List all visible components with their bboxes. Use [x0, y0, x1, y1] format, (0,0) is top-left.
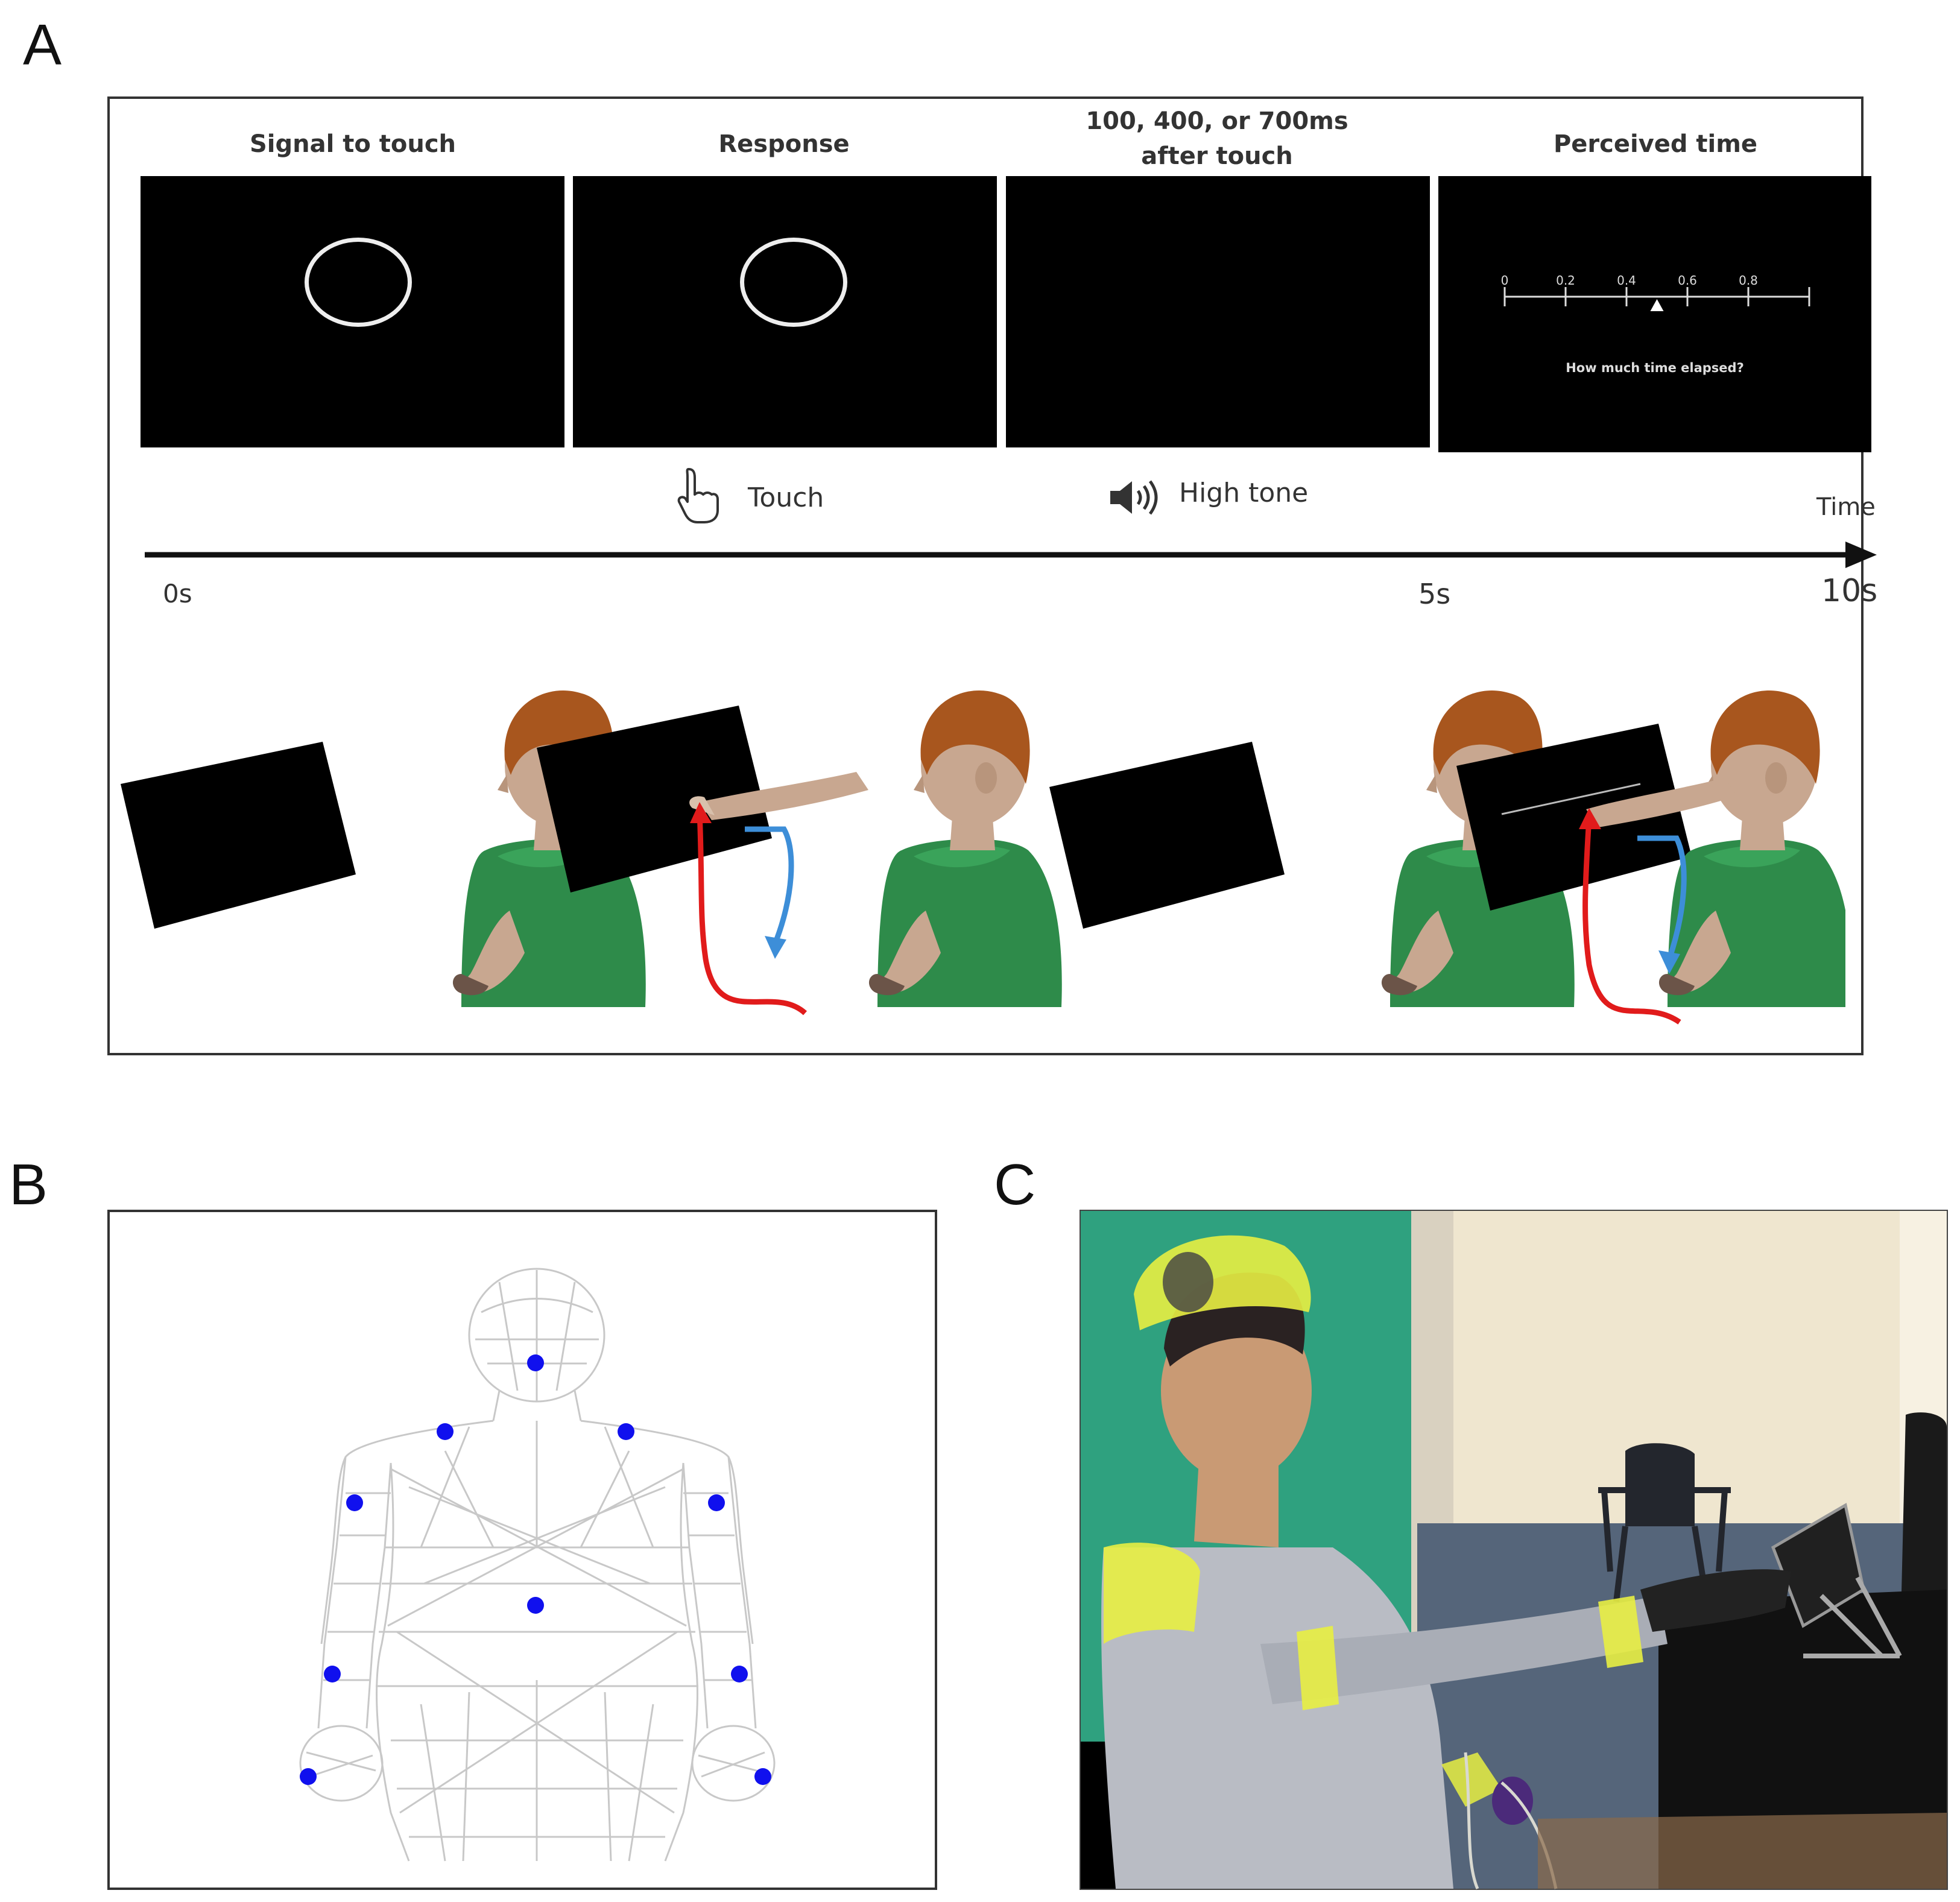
screen-4-label: Perceived time	[1553, 130, 1758, 158]
tone-event-label: High tone	[1179, 478, 1309, 508]
scale-tick-label: 0.4	[1617, 273, 1636, 288]
response-circle	[740, 238, 847, 327]
marker-head	[527, 1354, 544, 1371]
back-wall	[1453, 1211, 1947, 1524]
marker-right-shoulder	[618, 1423, 634, 1440]
scale-marker	[1650, 299, 1664, 311]
hand-pointer-icon	[677, 468, 719, 523]
screen-signal	[141, 176, 564, 447]
screen-3-label: 100, 400, or 700ms after touch	[1006, 104, 1428, 174]
scale-tick-label: 0.2	[1556, 273, 1575, 288]
person-2	[868, 690, 1062, 1007]
body-wireframe	[299, 1268, 776, 1862]
red-arrow-2	[697, 810, 808, 1016]
tablet-4	[1456, 724, 1692, 911]
scale-tick-label: 0.6	[1678, 273, 1697, 288]
timeline-tick-10s: 10s	[1821, 573, 1878, 609]
marker-right-wrist	[731, 1666, 748, 1682]
scale-tick-label: 0.8	[1739, 273, 1758, 288]
panel-b-letter: B	[9, 1152, 48, 1217]
screen-2-label: Response	[718, 130, 850, 158]
screen-1-label: Signal to touch	[249, 130, 457, 158]
tablet-1	[121, 742, 356, 929]
time-axis-label: Time	[1816, 493, 1876, 521]
office-chair	[1625, 1443, 1695, 1526]
marker-left-hand	[300, 1768, 317, 1785]
pointing-arm-4	[1586, 778, 1737, 827]
panel-c-letter: C	[994, 1152, 1036, 1217]
tablet-2	[537, 706, 772, 893]
marker-torso	[527, 1597, 544, 1614]
timeline-tick-5s: 5s	[1418, 578, 1451, 610]
timeline-arrow	[145, 542, 1877, 568]
participant-arm	[1260, 1596, 1668, 1704]
participant-illustrations	[121, 690, 1845, 1025]
blue-arrow-2	[745, 826, 794, 945]
screen-response	[573, 176, 997, 447]
signal-circle	[305, 238, 412, 327]
marker-right-hand	[754, 1768, 771, 1785]
participant-glove	[1640, 1569, 1791, 1632]
marker-left-wrist	[324, 1666, 341, 1682]
blue-arrow-4	[1637, 835, 1687, 960]
screen-delay	[1006, 176, 1430, 447]
screen-3-label-line1: 100, 400, or 700ms	[1086, 107, 1348, 135]
participant-shirt	[1101, 1547, 1453, 1889]
screen-3-label-line2: after touch	[1141, 142, 1293, 170]
marker-right-elbow	[708, 1494, 725, 1511]
marker-left-shoulder	[437, 1423, 454, 1440]
pointing-arm-2	[700, 772, 868, 820]
speaker-icon	[1110, 480, 1158, 515]
screen-perceived-time: 0 0.2 0.4 0.6 0.8 How much time elapsed?	[1438, 176, 1871, 452]
panel-a-letter: A	[23, 13, 62, 77]
marker-left-elbow	[346, 1494, 363, 1511]
tablet-3	[1049, 742, 1285, 929]
setup-photo	[1080, 1210, 1948, 1890]
timeline-tick-0s: 0s	[163, 579, 192, 608]
touch-event-label: Touch	[748, 482, 824, 513]
elapsed-prompt: How much time elapsed?	[1566, 361, 1744, 375]
scale-tick-label: 0	[1501, 273, 1509, 288]
time-scale: 0 0.2 0.4 0.6 0.8	[1501, 273, 1810, 311]
red-arrow-4	[1582, 817, 1681, 1025]
panel-b-frame	[107, 1210, 937, 1890]
